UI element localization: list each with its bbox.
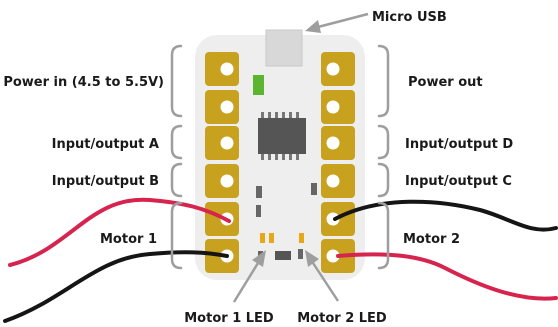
motor2-led-pointer-head	[305, 250, 319, 267]
label-motor2: Motor 2	[403, 232, 460, 247]
label-motor2-led: Motor 2 LED	[297, 311, 387, 326]
power-led-icon	[253, 75, 264, 95]
usb-pointer-line	[317, 12, 369, 29]
label-io-d: Input/output D	[405, 137, 513, 152]
black-wire-motor1	[3, 250, 229, 323]
chip-icon	[258, 112, 306, 160]
motor-led-icon	[260, 233, 304, 243]
usb-connector-icon	[265, 29, 303, 67]
bracket-io-b	[170, 162, 183, 198]
label-io-a: Input/output A	[52, 137, 159, 152]
bracket-io-a	[170, 124, 183, 160]
label-power-in: Power in (4.5 to 5.5V)	[3, 75, 164, 90]
motor1-led-pointer-head	[252, 250, 266, 267]
bracket-io-d	[377, 124, 390, 160]
component-small	[311, 183, 317, 195]
red-wire-motor1	[8, 197, 231, 267]
bracket-power-out	[377, 44, 390, 118]
component-small	[256, 205, 261, 217]
component-small	[298, 249, 303, 259]
bracket-motor2	[377, 201, 390, 270]
label-micro-usb: Micro USB	[372, 10, 447, 25]
label-motor1-led: Motor 1 LED	[184, 311, 274, 326]
usb-pointer-head	[305, 20, 321, 33]
label-power-out: Power out	[408, 75, 483, 90]
bracket-motor1	[170, 201, 183, 270]
brackets	[170, 44, 390, 270]
component-small	[256, 186, 262, 198]
motor1-led-pointer-line	[232, 262, 260, 303]
label-io-c: Input/output C	[405, 174, 512, 189]
red-wire-motor2	[336, 252, 558, 301]
bracket-power-in	[170, 44, 183, 118]
label-io-b: Input/output B	[52, 174, 159, 189]
black-wire-motor2	[333, 199, 558, 232]
right-pad-holes	[326, 62, 340, 263]
motor2-led-pointer-line	[311, 262, 340, 302]
bracket-io-c	[377, 162, 390, 198]
component-small	[275, 251, 291, 260]
label-motor1: Motor 1	[100, 232, 157, 247]
pointer-arrows	[232, 12, 369, 303]
